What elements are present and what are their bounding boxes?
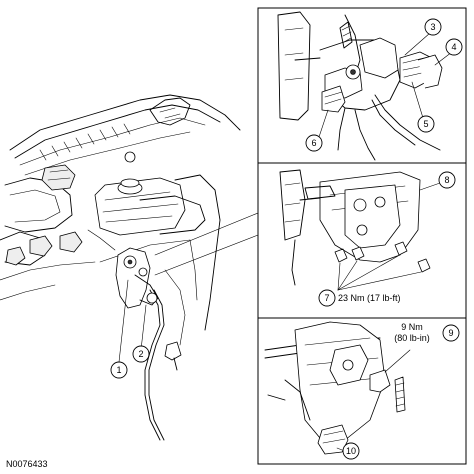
svg-text:8: 8	[444, 175, 449, 185]
callout-4: 4	[445, 38, 463, 56]
callout-1: 1	[110, 361, 128, 379]
svg-text:10: 10	[346, 446, 356, 456]
svg-text:5: 5	[423, 119, 428, 129]
svg-text:9: 9	[448, 328, 453, 338]
torque-label-9-line1: 9 Nm	[401, 322, 423, 332]
svg-text:2: 2	[138, 349, 143, 359]
svg-text:7: 7	[324, 293, 329, 303]
svg-text:6: 6	[311, 138, 316, 148]
main-engine-compartment-view	[0, 94, 259, 441]
inset-connector-view	[264, 321, 411, 455]
svg-text:1: 1	[116, 365, 121, 375]
inset-frame	[257, 7, 467, 465]
svg-text:3: 3	[430, 22, 435, 32]
callout-8: 8	[438, 171, 456, 189]
callout-3: 3	[424, 18, 442, 36]
torque-label-7: 23 Nm (17 lb-ft)	[338, 293, 401, 303]
torque-label-9-line2: (80 lb-in)	[394, 333, 430, 343]
callout-6: 6	[305, 134, 323, 152]
inset-switch-view	[277, 11, 453, 161]
figure-id: N0076433	[6, 459, 48, 469]
callout-9: 9	[442, 324, 460, 342]
callout-7: 7	[318, 289, 336, 307]
callout-10: 10	[342, 442, 360, 460]
svg-text:4: 4	[451, 42, 456, 52]
callout-5: 5	[417, 115, 435, 133]
inset-bracket-view	[279, 169, 441, 291]
callout-2: 2	[132, 345, 150, 363]
